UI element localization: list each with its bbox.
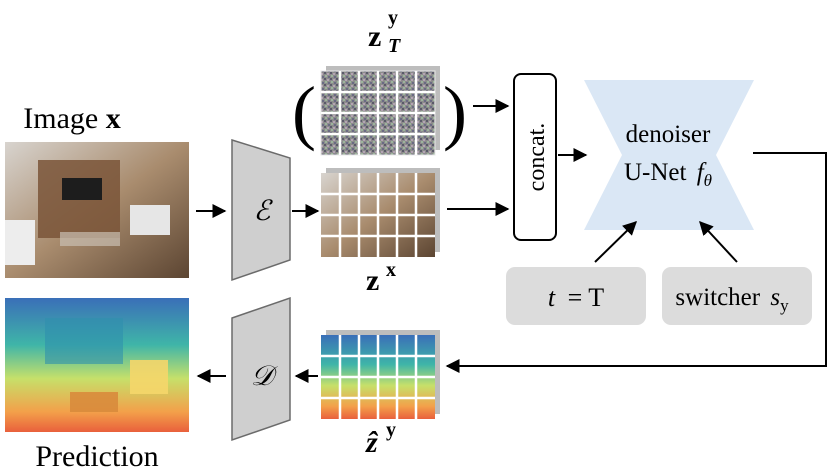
arrow-unet-to-predicted-latent [445, 152, 827, 373]
decoder-block [231, 296, 291, 442]
paren-open: ( [292, 72, 316, 152]
arrow-switcher-to-unet [699, 220, 738, 263]
z-image-label: z [366, 264, 379, 297]
switcher-pill [662, 267, 812, 325]
prediction-depth-map [5, 298, 189, 432]
noise-latent-grid [320, 66, 440, 156]
image-latent-grid [321, 168, 440, 257]
concat-box [513, 73, 557, 241]
arrow-timestep-to-unet [594, 221, 638, 263]
unet-label: U-Net fθ [624, 159, 712, 190]
predicted-latent-grid [321, 330, 440, 419]
z-image-sup: x [386, 259, 396, 281]
encoder-block [231, 138, 291, 282]
z-pred-sup: y [386, 419, 396, 441]
z-noise-sup: y [388, 7, 398, 29]
z-noise-label: z [368, 20, 381, 53]
paren-close: ) [443, 72, 467, 152]
concat-label: concat. [524, 123, 550, 192]
switcher-label: switcher sy [675, 284, 789, 315]
unet-block [584, 80, 754, 230]
denoiser-label: denoiser [626, 121, 711, 148]
input-image [5, 142, 189, 278]
timestep-label: t = T [548, 283, 604, 312]
z-pred-label: ẑ [365, 426, 379, 459]
timestep-pill [506, 267, 646, 325]
image-title: Image x [23, 102, 120, 135]
prediction-title: Prediction [35, 440, 158, 472]
encoder-label: ℰ [254, 196, 274, 227]
z-noise-sub: T [388, 35, 401, 57]
